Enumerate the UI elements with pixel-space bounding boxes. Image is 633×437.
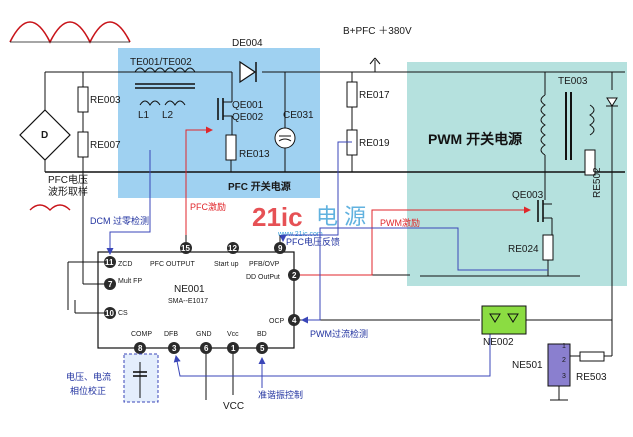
dcm-arrow: [106, 150, 151, 255]
dfb-arrow: [173, 318, 491, 377]
pin-label-dfb: DFB: [164, 331, 178, 338]
osc-label: 准谐振控制: [258, 389, 303, 400]
pfc-sample-label-2: 波形取样: [48, 185, 88, 198]
pfc-drive-label: PFC激励: [190, 201, 226, 212]
pin-7: 7: [108, 280, 113, 289]
ne501-label: NE501: [512, 360, 543, 371]
te003-label: TE003: [558, 76, 588, 87]
re503-label: RE503: [576, 372, 607, 383]
pin-2: 2: [292, 271, 297, 280]
ic-part: SMA--E1017: [168, 298, 208, 305]
pfc-fb-label: PFC电压反馈: [286, 236, 340, 247]
optocoupler-ne002: [481, 305, 527, 335]
pwm-block-label: PWM 开关电源: [428, 131, 522, 147]
pin-label-dd: DD OutPut: [246, 274, 280, 281]
re017-label: RE017: [359, 90, 390, 101]
re003-label: RE003: [90, 95, 121, 106]
pin-label-gnd: GND: [196, 331, 212, 338]
pfc-fb-arrow: [279, 141, 352, 242]
dcm-label: DCM 过零检测: [90, 215, 149, 226]
watermark-logo: 21ic: [252, 202, 303, 232]
pwm-drive-arrow: [300, 206, 531, 276]
pin-8: 8: [138, 344, 143, 353]
ne002-label: NE002: [483, 337, 514, 348]
resistor-re503: [579, 351, 605, 362]
pin-4: 4: [292, 316, 297, 325]
resistor-re017: [346, 81, 358, 108]
pin-label-startup: Start up: [214, 261, 239, 268]
re024-label: RE024: [508, 244, 539, 255]
phase-label-1: 电压、电流: [66, 371, 111, 382]
pin-10: 10: [105, 309, 114, 318]
ce031-label: CE031: [283, 110, 314, 121]
pin-9: 9: [278, 244, 283, 253]
re007-label: RE007: [90, 140, 121, 151]
pin-label-cs: CS: [118, 310, 128, 317]
resistor-re502: [584, 149, 596, 176]
pin-label-pfcout: PFC OUTPUT: [150, 261, 195, 268]
pwm-drive-label: PWM激励: [380, 217, 420, 228]
l1-label: L1: [138, 110, 150, 121]
pin-label-ocp: OCP: [269, 318, 285, 325]
re013-label: RE013: [239, 149, 270, 160]
pin-label-pfbovp: PFB/OVP: [249, 261, 280, 268]
qe002-label: QE002: [232, 112, 264, 123]
diode-de004: [239, 60, 257, 84]
bridge-label: D: [41, 130, 48, 141]
qe003-label: QE003: [512, 190, 544, 201]
resistor-re003: [77, 86, 89, 113]
pin-label-multfp: Mult FP: [118, 278, 142, 285]
ocp-label: PWM过流检测: [310, 328, 368, 339]
de004-label: DE004: [232, 38, 263, 49]
ne501-pin1: 1: [562, 343, 566, 350]
pin-label-comp: COMP: [131, 331, 152, 338]
pin-label-zcd: ZCD: [118, 261, 132, 268]
pin-12: 12: [228, 244, 237, 253]
pin-label-bd: BD: [257, 331, 267, 338]
sample-wave: [29, 204, 71, 211]
watermark-cn: 电 源: [316, 204, 366, 229]
resistor-re024: [542, 234, 554, 261]
ocp-arrow: [301, 227, 548, 324]
pfc-block-bg: [118, 48, 320, 198]
qe001-label: QE001: [232, 100, 264, 111]
phase-label-2: 相位校正: [70, 385, 106, 396]
resistor-re013: [225, 134, 237, 161]
pin-15: 15: [181, 244, 190, 253]
pfc-block-label: PFC 开关电源: [228, 180, 291, 193]
bplus-label: B+PFC ＋380V: [343, 26, 412, 37]
pin-11: 11: [105, 258, 114, 267]
pin-5: 5: [260, 344, 265, 353]
resistor-re007: [77, 131, 89, 158]
ne501-pin2: 2: [562, 357, 566, 364]
capacitor-ce031: [274, 127, 296, 149]
l2-label: L2: [162, 110, 174, 121]
pin-1: 1: [231, 344, 236, 353]
pin-3: 3: [172, 344, 177, 353]
phase-network-box: [123, 353, 159, 403]
ic-ne001: [97, 251, 295, 349]
ic-pins: 11 7 10 15 12 9 2 4 8 3 6 1 5: [104, 242, 300, 354]
re502-label: RE502: [592, 167, 603, 198]
te001-label: TE001/TE002: [130, 57, 192, 68]
ne501-pin3: 3: [562, 373, 566, 380]
pin-6: 6: [204, 344, 209, 353]
input-halfwave: [9, 21, 131, 44]
pfc-sample-label-1: PFC电压: [48, 173, 88, 186]
pin-label-vcc: Vcc: [227, 331, 239, 338]
vcc-label: VCC: [223, 401, 244, 412]
ic-name: NE001: [174, 284, 205, 295]
re019-label: RE019: [359, 138, 390, 149]
pfc-drive-arrow: [185, 126, 213, 235]
regulator-ne501: [547, 343, 571, 387]
